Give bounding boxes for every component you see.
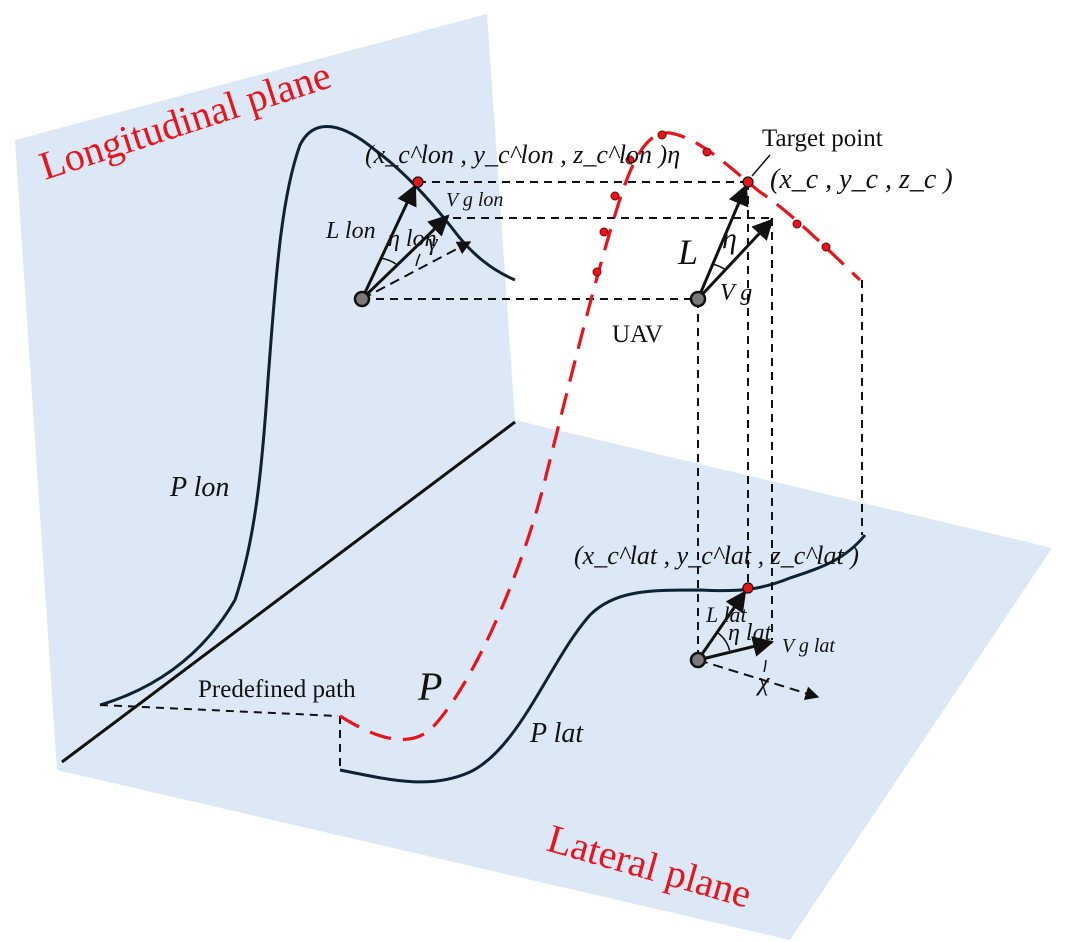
eta-lon-label: η lon	[388, 226, 437, 252]
target-coords-label: (x_c , y_c , z_c )	[770, 164, 953, 195]
uav-lon-marker	[353, 290, 371, 308]
target-point-3d	[742, 176, 754, 188]
p-lat-label: P lat	[529, 718, 584, 749]
L-lon-label: L lon	[325, 218, 376, 244]
lat-point-label: (x_c^lat , y_c^lat , z_c^lat )	[574, 541, 859, 570]
axis-line	[61, 420, 516, 764]
chi-label: χ	[755, 667, 770, 696]
lon-vectors	[360, 184, 472, 301]
vg-lat-label: V g lat	[782, 635, 835, 657]
target-points	[412, 176, 754, 594]
path-symbol: P	[417, 664, 442, 709]
path-sample-points	[592, 130, 831, 277]
target-point-label: Target point	[762, 125, 883, 152]
lon-point-label: (x_c^lon , y_c^lon , z_c^lon )η	[365, 140, 680, 169]
projection-lines	[99, 181, 863, 770]
predefined-path-label: Predefined path	[198, 676, 356, 703]
p-lon-label: P lon	[169, 472, 229, 503]
gamma-label: γ	[428, 230, 438, 256]
vg-lon-label: V g lon	[446, 189, 503, 211]
eta-lat-label: η lat	[728, 620, 773, 646]
lat-vectors	[696, 590, 820, 700]
lon-target-point	[412, 176, 424, 188]
longitudinal-plane	[15, 14, 515, 770]
uav-vectors	[696, 184, 774, 301]
vg-label: V g	[720, 280, 752, 306]
eta-label: η	[722, 222, 737, 255]
lat-target-point	[742, 582, 754, 594]
lateral-plane	[57, 420, 1052, 940]
uav-markers	[353, 290, 707, 669]
L-lat-label: L lat	[705, 602, 747, 627]
uav-lat-marker	[689, 651, 707, 669]
uav-label: UAV	[612, 321, 663, 348]
p-lat-curve	[339, 534, 867, 784]
uav-marker	[689, 290, 707, 308]
L-label: L	[677, 232, 698, 272]
target-leader-line	[751, 154, 771, 177]
p-lon-curve	[99, 125, 516, 707]
